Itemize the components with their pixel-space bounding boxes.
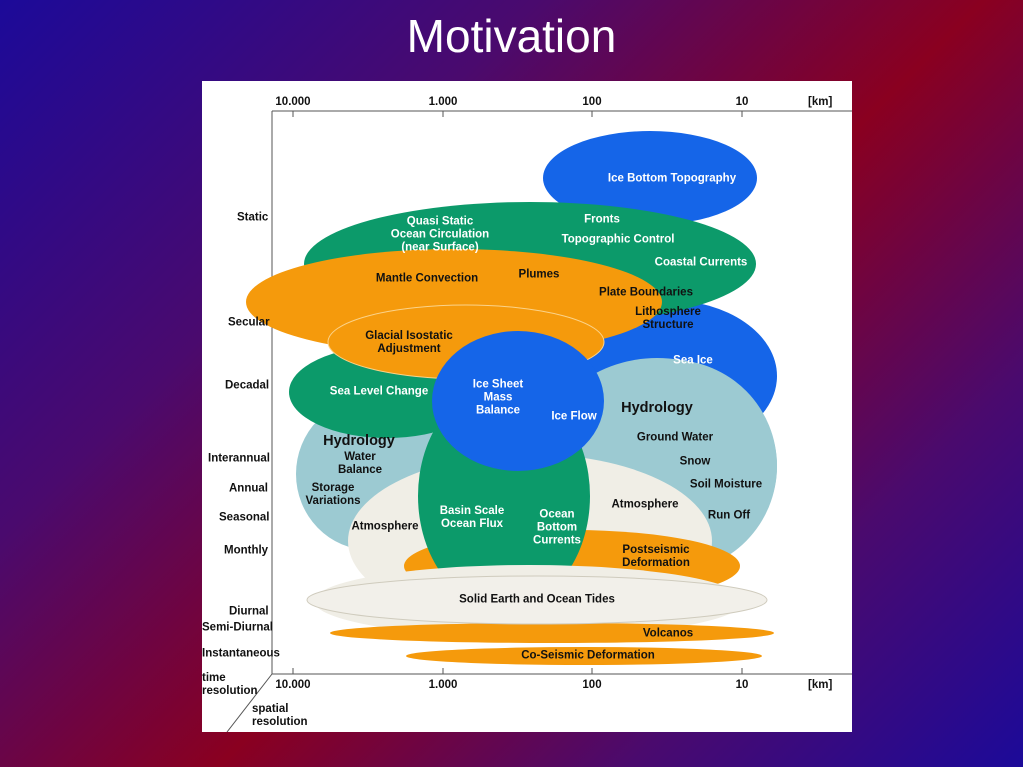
time-label-instantaneous: Instantaneous (202, 647, 280, 660)
time-label-seasonal: Seasonal (219, 511, 270, 524)
label-glacial-isostatic-adjustment: Glacial Isostatic Adjustment (365, 330, 453, 355)
label-storage-variations: Storage Variations (305, 482, 361, 507)
label-atmosphere-left: Atmosphere (351, 520, 419, 533)
label-ice-flow: Ice Flow (551, 410, 597, 423)
region-ice-bottom-topography (543, 131, 757, 225)
top-tick-label-1000: 1.000 (428, 96, 458, 108)
label-atmosphere-right: Atmosphere (611, 498, 679, 511)
spatial-axis-title: spatial resolution (252, 703, 308, 728)
label-snow: Snow (679, 455, 711, 468)
label-ground-water: Ground Water (636, 431, 714, 444)
time-label-secular: Secular (228, 316, 270, 329)
label-topographic-control: Topographic Control (561, 233, 675, 246)
region-solid-earth-tides (306, 575, 768, 625)
time-label-semi-diurnal: Semi-Diurnal (202, 621, 273, 634)
bottom-unit-label: [km] (808, 679, 833, 691)
label-ice-sheet-mass-balance: Ice Sheet Mass Balance (472, 378, 524, 417)
label-plate-boundaries: Plate Boundaries (599, 286, 693, 299)
label-lithosphere-structure: Lithosphere Structure (635, 306, 701, 331)
label-basin-scale-ocean-flux: Basin Scale Ocean Flux (439, 505, 505, 530)
bottom-tick-label-10: 10 (735, 679, 749, 691)
label-solid-earth-ocean-tides: Solid Earth and Ocean Tides (459, 593, 615, 606)
label-sea-level-change: Sea Level Change (329, 385, 429, 398)
label-mantle-convection: Mantle Convection (375, 272, 479, 285)
label-soil-moisture: Soil Moisture (689, 478, 763, 491)
label-ocean-circulation: Quasi Static Ocean Circulation (near Sur… (390, 215, 490, 254)
label-hydrology-left: Hydrology (323, 433, 395, 449)
time-label-static: Static (237, 211, 269, 224)
bottom-tick-label-100: 100 (582, 679, 602, 691)
time-label-decadal: Decadal (225, 379, 270, 392)
time-axis-title: time resolution (202, 672, 258, 697)
time-label-diurnal: Diurnal (229, 605, 269, 618)
time-label-monthly: Monthly (224, 544, 269, 557)
label-ice-bottom-topography: Ice Bottom Topography (607, 172, 737, 185)
time-label-annual: Annual (229, 482, 268, 495)
region-co-seismic-deformation (406, 647, 762, 665)
region-ice-sheet (432, 331, 604, 471)
label-sea-ice: Sea Ice (673, 354, 713, 367)
label-water-balance: Water Balance (337, 451, 383, 476)
bottom-tick-label-10000: 10.000 (275, 679, 311, 691)
region-volcanos (330, 623, 774, 643)
diagonal-axis-line (226, 673, 273, 732)
diagram-svg (226, 110, 852, 732)
axes (226, 110, 852, 732)
slide-title: Motivation (406, 10, 617, 62)
top-unit-label: [km] (808, 96, 833, 108)
bottom-tick-label-1000: 1.000 (428, 679, 458, 691)
label-co-seismic-deformation: Co-Seismic Deformation (521, 649, 655, 662)
time-label-interannual: Interannual (208, 452, 270, 465)
label-ocean-bottom-currents: Ocean Bottom Currents (533, 508, 581, 547)
label-postseismic-deformation: Postseismic Deformation (622, 544, 690, 569)
top-tick-label-10000: 10.000 (275, 96, 311, 108)
label-plumes: Plumes (518, 268, 560, 281)
label-hydrology-right: Hydrology (621, 400, 693, 416)
label-volcanos: Volcanos (642, 627, 694, 640)
label-fronts: Fronts (584, 213, 620, 226)
top-tick-label-10: 10 (735, 96, 749, 108)
label-coastal-currents: Coastal Currents (654, 256, 748, 269)
label-run-off: Run Off (707, 509, 751, 522)
top-tick-label-100: 100 (582, 96, 602, 108)
diagram-panel: 10.000 1.000 100 10 [km] 10.000 1.000 10… (202, 81, 852, 732)
